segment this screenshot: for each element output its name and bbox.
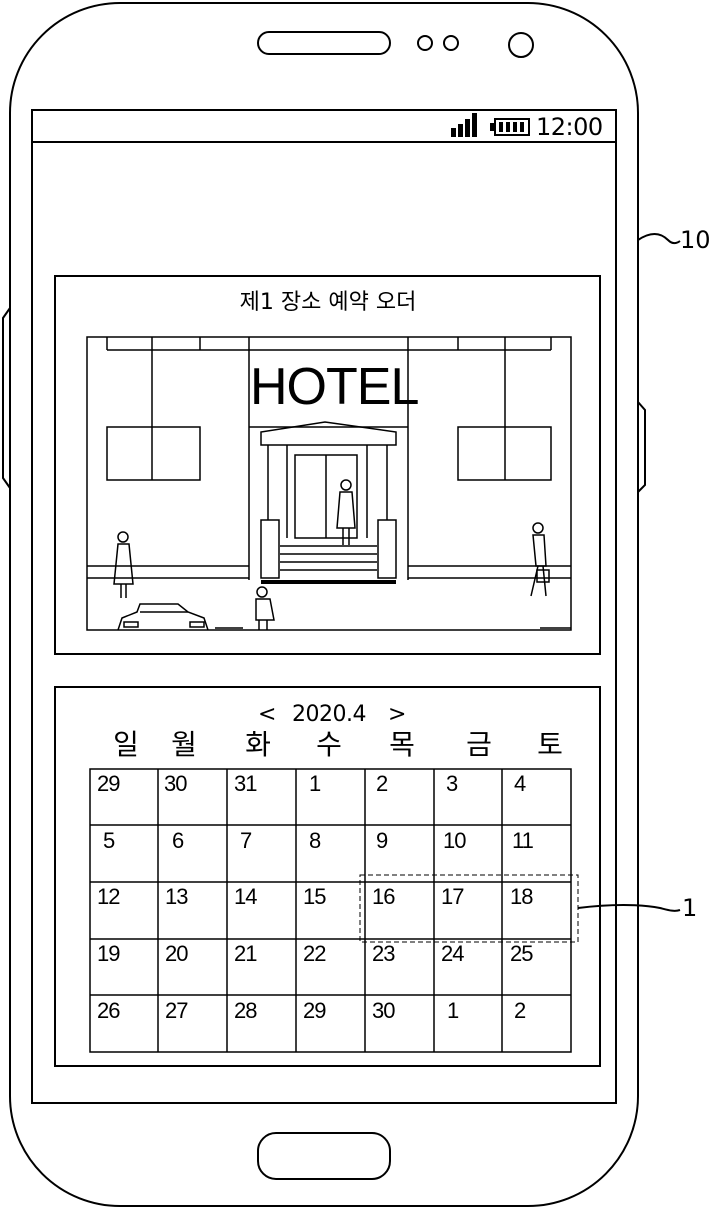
calendar-day[interactable]: 22 bbox=[303, 941, 327, 966]
signal-icon bbox=[451, 113, 477, 137]
calendar-day[interactable]: 17 bbox=[441, 884, 465, 909]
month-label: 2020.4 bbox=[292, 702, 366, 727]
weekday-wed: 수 bbox=[316, 728, 342, 761]
front-camera bbox=[508, 32, 534, 58]
calendar-day[interactable]: 23 bbox=[372, 941, 396, 966]
reservation-title: 제1 장소 예약 오더 bbox=[239, 290, 417, 315]
next-month-button[interactable]: > bbox=[388, 702, 407, 727]
person-figure-door bbox=[336, 479, 356, 545]
calendar-day[interactable]: 31 bbox=[234, 771, 258, 796]
status-time: 12:00 bbox=[536, 113, 603, 141]
device-leader-line bbox=[637, 233, 681, 245]
selection-reference-label: 1 bbox=[682, 894, 698, 922]
weekday-tue: 화 bbox=[245, 728, 271, 761]
phone-body bbox=[9, 2, 639, 1207]
calendar-day[interactable]: 15 bbox=[303, 884, 327, 909]
sensor-dot-1 bbox=[417, 35, 433, 51]
calendar-day[interactable]: 28 bbox=[234, 998, 258, 1023]
weekday-thu: 목 bbox=[389, 728, 415, 761]
screen bbox=[31, 109, 617, 1104]
calendar-day[interactable]: 2 bbox=[514, 998, 526, 1023]
calendar-day[interactable]: 13 bbox=[165, 884, 189, 909]
calendar-day[interactable]: 19 bbox=[97, 941, 121, 966]
calendar-day[interactable]: 30 bbox=[372, 998, 396, 1023]
person-figure-left bbox=[113, 531, 134, 598]
selection-leader-line bbox=[577, 904, 681, 912]
device-reference-label: 10 bbox=[680, 226, 711, 254]
weekday-sun: 일 bbox=[113, 728, 139, 761]
calendar-day[interactable]: 11 bbox=[512, 828, 534, 853]
right-side-button bbox=[637, 401, 646, 493]
sensor-dot-2 bbox=[443, 35, 459, 51]
calendar-day[interactable]: 4 bbox=[514, 771, 526, 796]
calendar-day[interactable]: 20 bbox=[165, 941, 189, 966]
calendar-day[interactable]: 1 bbox=[309, 771, 321, 796]
prev-month-button[interactable]: < bbox=[258, 702, 277, 727]
calendar-day[interactable]: 25 bbox=[510, 941, 534, 966]
calendar-day[interactable]: 1 bbox=[447, 998, 459, 1023]
calendar-day[interactable]: 18 bbox=[510, 884, 534, 909]
calendar-day[interactable]: 16 bbox=[372, 884, 396, 909]
earpiece bbox=[257, 31, 391, 55]
left-side-button bbox=[2, 307, 11, 489]
weekday-fri: 금 bbox=[466, 728, 492, 761]
calendar-day[interactable]: 29 bbox=[303, 998, 327, 1023]
calendar-day[interactable]: 3 bbox=[446, 771, 458, 796]
calendar-day[interactable]: 21 bbox=[234, 941, 258, 966]
calendar-day[interactable]: 5 bbox=[103, 828, 115, 853]
home-button bbox=[257, 1132, 391, 1180]
battery-icon bbox=[490, 118, 530, 136]
calendar-day[interactable]: 26 bbox=[97, 998, 121, 1023]
calendar-grid bbox=[89, 768, 572, 1053]
calendar-day[interactable]: 8 bbox=[309, 828, 321, 853]
person-figure-front bbox=[255, 586, 275, 630]
calendar-card bbox=[54, 686, 601, 1067]
hotel-sign: HOTEL bbox=[250, 358, 419, 416]
calendar-day[interactable]: 12 bbox=[97, 884, 121, 909]
calendar-day[interactable]: 9 bbox=[376, 828, 388, 853]
calendar-day[interactable]: 27 bbox=[165, 998, 189, 1023]
hotel-illustration bbox=[86, 336, 572, 631]
calendar-day[interactable]: 2 bbox=[376, 771, 388, 796]
calendar-day[interactable]: 30 bbox=[164, 771, 188, 796]
person-figure-right bbox=[530, 522, 550, 597]
car-drawing bbox=[117, 603, 209, 631]
calendar-day[interactable]: 6 bbox=[172, 828, 184, 853]
calendar-day[interactable]: 10 bbox=[443, 828, 467, 853]
date-selection-highlight bbox=[359, 874, 579, 943]
hotel-card bbox=[54, 275, 601, 655]
calendar-day[interactable]: 24 bbox=[441, 941, 465, 966]
calendar-day[interactable]: 29 bbox=[97, 771, 121, 796]
weekday-sat: 토 bbox=[537, 728, 563, 761]
weekday-mon: 월 bbox=[171, 728, 197, 761]
calendar-day[interactable]: 7 bbox=[240, 828, 252, 853]
calendar-day[interactable]: 14 bbox=[234, 884, 258, 909]
